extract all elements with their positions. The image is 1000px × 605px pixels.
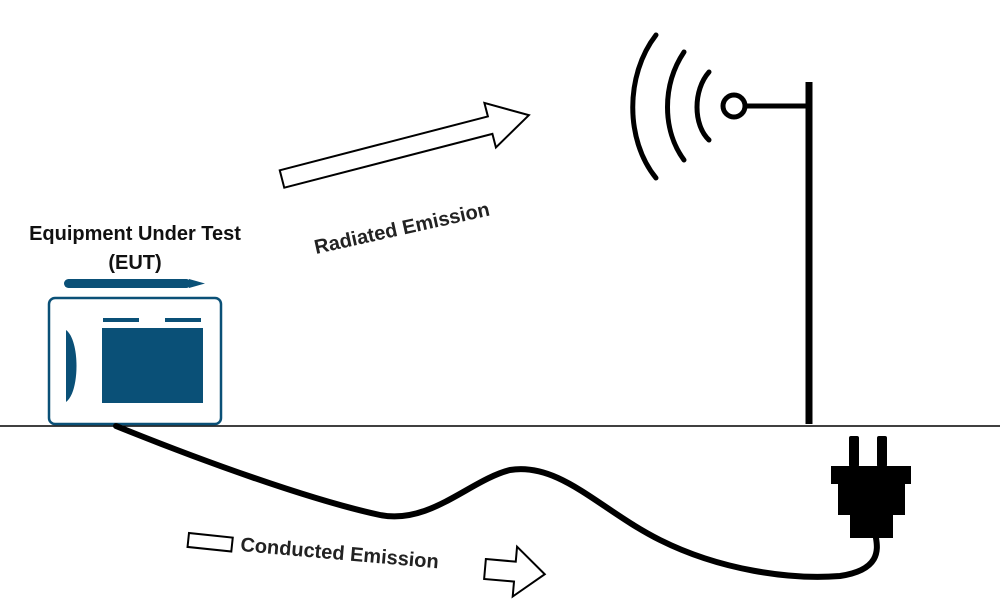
- power-plug-icon: [831, 436, 911, 538]
- conducted-arrow-tail-icon: [186, 531, 234, 553]
- radiated-arrow-icon: [278, 101, 531, 189]
- conducted-emission-label: Conducted Emission: [240, 534, 440, 573]
- antenna-icon: [720, 82, 813, 424]
- power-cable: [113, 423, 880, 580]
- eut-title-line2: (EUT): [108, 252, 161, 274]
- eut-title-line1: Equipment Under Test: [29, 223, 241, 245]
- radiated-emission-label: Radiated Emission: [312, 199, 491, 259]
- eut-device-icon: [47, 279, 223, 426]
- conducted-arrow-head-icon: [483, 544, 547, 599]
- radio-waves-icon: [630, 32, 712, 181]
